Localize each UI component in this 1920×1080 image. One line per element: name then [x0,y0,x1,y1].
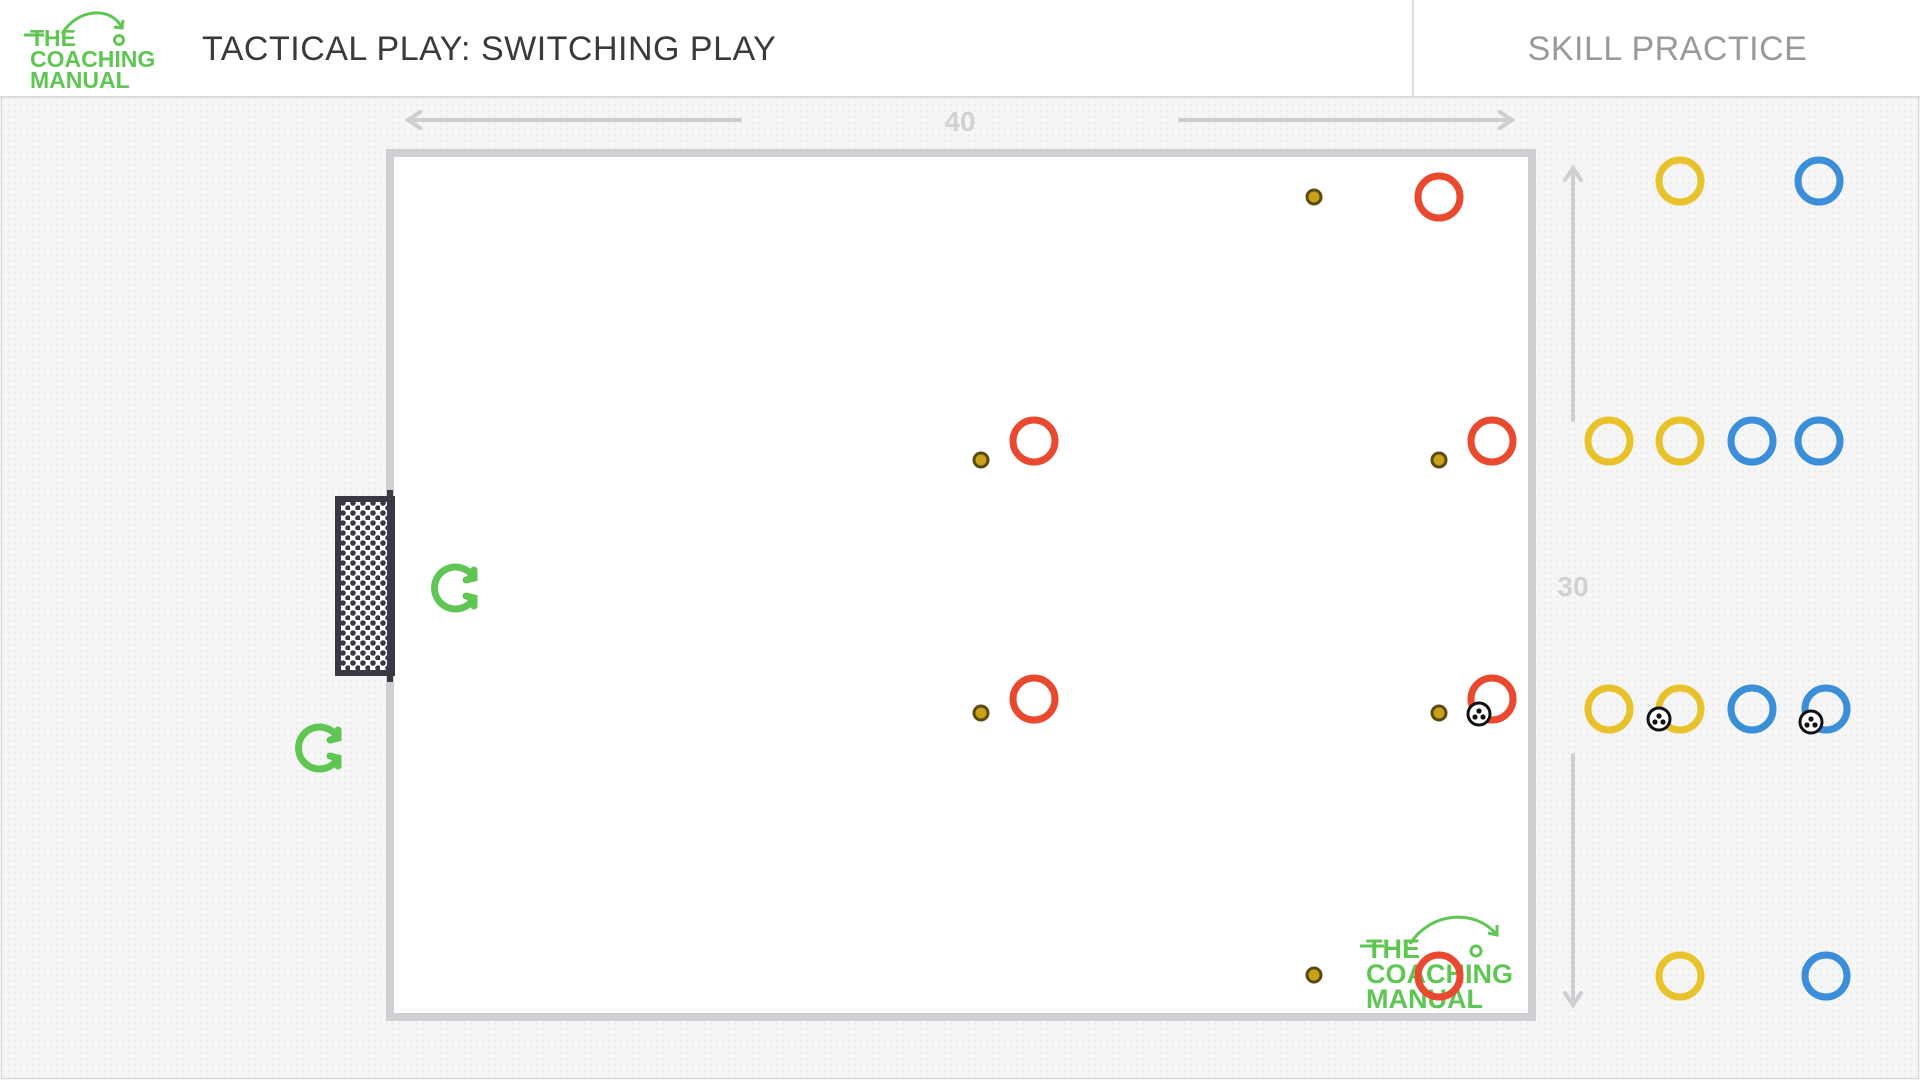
height-label: 30 [1557,571,1588,602]
player-ring-icon [1584,684,1634,734]
header-bar: THE COACHING MANUAL TACTICAL PLAY: SWITC… [0,0,1920,98]
ball-icon [1798,709,1824,735]
width-dimension-arrow [404,110,1516,130]
goalkeepers [295,563,478,773]
player-ring-icon [1794,416,1844,466]
goalkeeper-icon [431,563,478,613]
player-ring-icon [1727,416,1777,466]
cone-icon [1305,966,1323,984]
player-ring-icon [1801,951,1851,1001]
page-title: TACTICAL PLAY: SWITCHING PLAY [202,30,777,68]
svg-text:COACHING: COACHING [30,46,155,72]
header-divider [1412,0,1414,96]
watermark-logo: THE COACHING MANUAL [1360,915,1513,1014]
svg-text:THE: THE [1366,934,1420,964]
player-ring-icon [1794,156,1844,206]
yellow-team [1584,156,1705,1001]
ball-icon [1646,706,1672,732]
balls [1466,701,1824,735]
player-ring-icon [1467,674,1517,724]
player-ring-icon [1414,172,1464,222]
svg-text:MANUAL: MANUAL [30,67,130,93]
red-team [1009,172,1517,1001]
player-ring-icon [1009,674,1059,724]
player-ring-icon [1009,416,1059,466]
player-ring-icon [1584,416,1634,466]
ball-icon [1466,701,1492,727]
svg-text:COACHING: COACHING [1366,959,1513,989]
category-label: SKILL PRACTICE [1527,30,1808,68]
brand-logo[interactable]: THE COACHING MANUAL [22,0,192,96]
player-ring-icon [1467,416,1517,466]
player-ring-icon [1414,951,1464,1001]
player-ring-icon [1655,951,1705,1001]
width-label: 40 [944,106,975,137]
goalkeeper-icon [295,723,342,773]
pitch-area [386,149,1536,1021]
cone-icon [1305,188,1323,206]
blue-team [1727,156,1851,1001]
player-ring-icon [1655,416,1705,466]
height-dimension-arrow [1563,164,1583,1009]
player-ring-icon [1727,684,1777,734]
cone-icon [1430,704,1448,722]
player-ring-icon [1801,684,1851,734]
cone-icon [972,704,990,722]
player-ring-icon [1655,156,1705,206]
cones [972,188,1448,984]
cone-icon [1430,451,1448,469]
goal-icon [335,490,395,682]
cone-icon [972,451,990,469]
svg-text:THE: THE [30,25,76,51]
